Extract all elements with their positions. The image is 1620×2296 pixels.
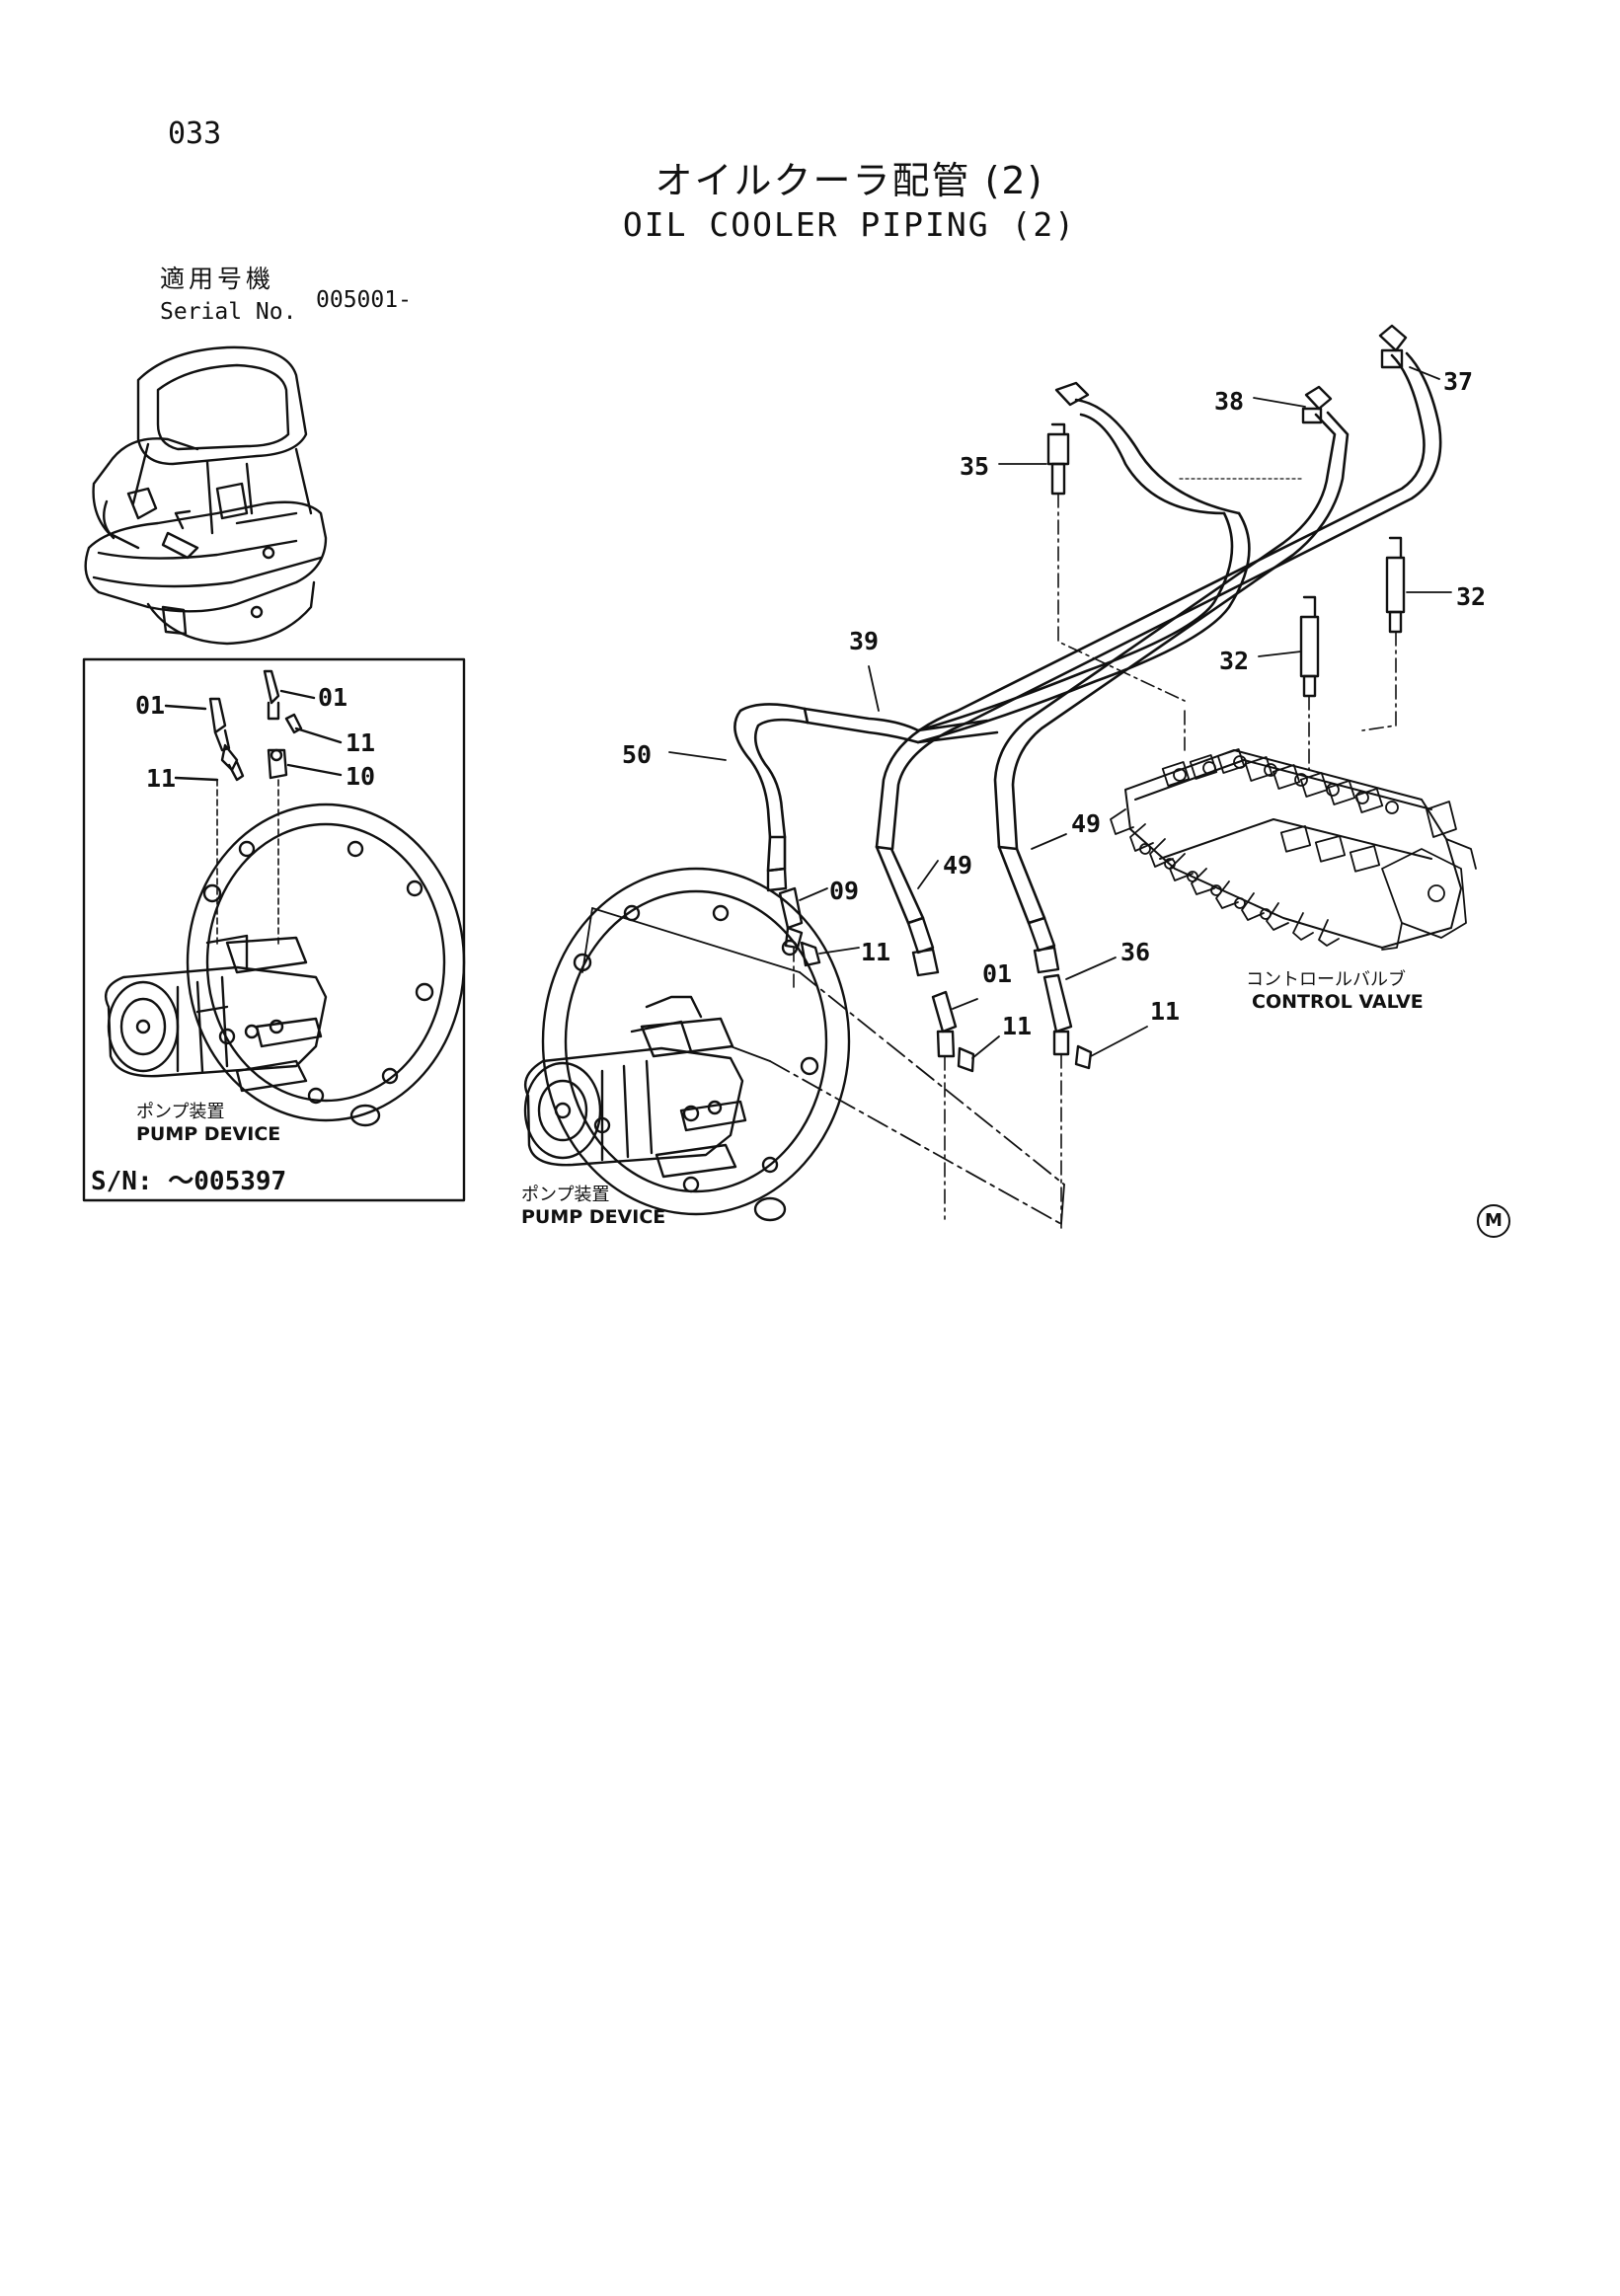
callout-11-a: 11 (861, 938, 891, 966)
excavator-illustration (84, 345, 328, 646)
callout-38: 38 (1214, 387, 1245, 416)
control-valve-drawing (1110, 748, 1477, 951)
control-valve-caption-japanese: コントロールバルブ (1246, 969, 1406, 990)
callout-inset-01-left: 01 (135, 691, 166, 720)
hose-lines (733, 351, 1442, 925)
callout-36: 36 (1120, 938, 1151, 966)
callout-35: 35 (960, 452, 990, 481)
callout-37: 37 (1443, 367, 1474, 396)
callout-32-left: 32 (1219, 647, 1250, 675)
inset-pump-drawing (104, 669, 466, 1127)
model-mark-symbol: M (1477, 1204, 1510, 1238)
callout-49-left: 49 (943, 851, 973, 880)
callout-01: 01 (982, 959, 1013, 988)
callout-32-right: 32 (1456, 582, 1487, 611)
callout-inset-10: 10 (346, 762, 376, 791)
callout-inset-01-right: 01 (318, 683, 348, 712)
inset-frame (82, 657, 466, 1202)
inset-pump-caption-english: PUMP DEVICE (136, 1123, 281, 1145)
callout-11-b: 11 (1002, 1012, 1033, 1040)
inset-pump-caption-japanese: ポンプ装置 (136, 1102, 225, 1122)
inset-serial-range: S/N: ～005397 (91, 1167, 287, 1196)
main-pump-caption-japanese: ポンプ装置 (521, 1185, 610, 1205)
leader-lines (668, 366, 1452, 1059)
callout-09: 09 (829, 877, 860, 905)
callout-50: 50 (622, 740, 653, 769)
callout-11-c: 11 (1150, 997, 1181, 1026)
title-english: OIL COOLER PIPING (2) (622, 205, 1077, 244)
callout-inset-11-right: 11 (346, 728, 376, 757)
serial-label-english: Serial No. (160, 299, 297, 325)
main-pump-drawing (523, 867, 1065, 1225)
fitting-parts (766, 324, 1408, 1073)
serial-label-japanese: 適用号機 (160, 265, 275, 293)
page-number: 033 (168, 116, 222, 151)
callout-39: 39 (849, 627, 880, 655)
callout-inset-11-left: 11 (146, 764, 177, 793)
guide-lines (793, 493, 1397, 1230)
main-pump-caption-english: PUMP DEVICE (521, 1206, 666, 1228)
serial-number-value: 005001- (316, 287, 412, 313)
callout-49-right: 49 (1071, 809, 1102, 838)
title-japanese: オイルクーラ配管 (2) (655, 159, 1044, 202)
control-valve-caption-english: CONTROL VALVE (1252, 991, 1424, 1013)
